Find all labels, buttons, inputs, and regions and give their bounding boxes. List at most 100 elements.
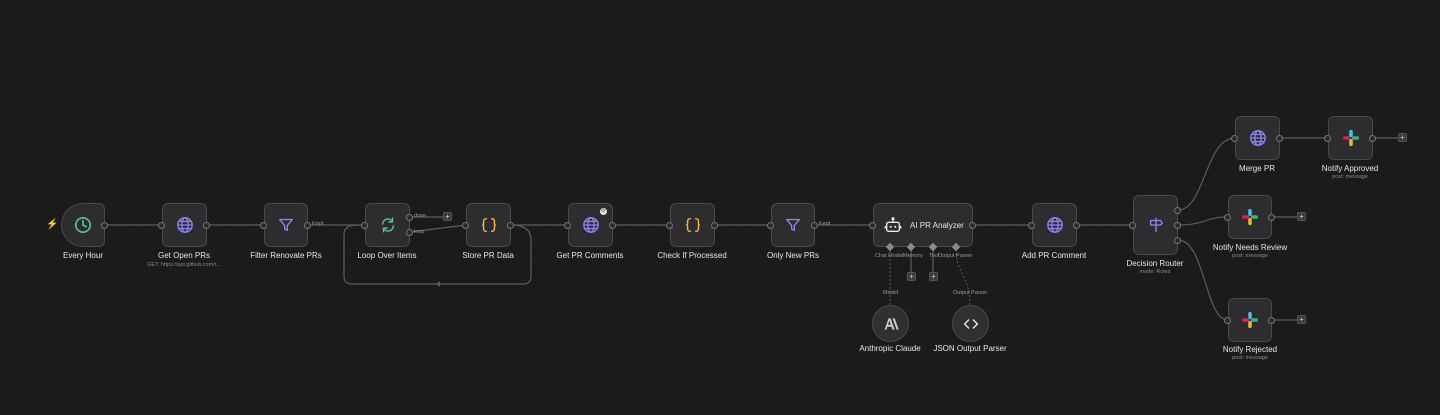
port-label-output-parser: Output Parser <box>953 290 988 296</box>
output-port[interactable] <box>101 222 108 229</box>
wire-router-to-needs-review <box>1177 216 1229 226</box>
node-notify-approved[interactable] <box>1328 116 1373 160</box>
output-port[interactable] <box>969 222 976 229</box>
globe-icon <box>1046 217 1063 233</box>
input-port[interactable] <box>158 222 165 229</box>
node-notify-rejected[interactable] <box>1228 298 1272 342</box>
node-only-new-prs[interactable] <box>771 203 815 247</box>
add-node-button[interactable]: + <box>443 212 452 221</box>
node-label: Notify Needs Review <box>1212 243 1288 252</box>
loop-icon <box>381 217 394 233</box>
input-port[interactable] <box>1324 135 1331 142</box>
input-port[interactable] <box>869 222 876 229</box>
node-label: Filter Renovate PRs <box>250 251 322 260</box>
node-label: Store PR Data <box>462 251 514 260</box>
add-memory-button[interactable]: + <box>907 272 916 281</box>
anthropic-icon <box>884 317 899 330</box>
add-tool-button[interactable]: + <box>929 272 938 281</box>
output-port[interactable] <box>1276 135 1283 142</box>
output-label-kept: Kept <box>819 221 831 227</box>
output-port[interactable] <box>609 222 616 229</box>
node-label: Check If Processed <box>657 251 727 260</box>
output-label-done: done <box>414 213 427 219</box>
output-label-loop: loop <box>414 229 425 235</box>
input-port[interactable] <box>564 222 571 229</box>
input-port[interactable] <box>666 222 673 229</box>
robot-icon <box>884 217 902 232</box>
node-label: Merge PR <box>1238 164 1275 173</box>
node-label: Get Open PRs <box>157 251 211 260</box>
node-label: Loop Over Items <box>357 251 417 260</box>
funnel-icon <box>786 218 800 232</box>
node-filter-renovate-prs[interactable] <box>264 203 308 247</box>
loop-arrow-head <box>436 281 440 287</box>
output-port-done[interactable] <box>406 214 413 221</box>
node-check-if-processed[interactable] <box>670 203 715 247</box>
clock-icon <box>74 216 92 234</box>
output-port[interactable] <box>711 222 718 229</box>
node-every-hour[interactable] <box>61 203 105 247</box>
input-port[interactable] <box>1224 214 1231 221</box>
node-label: Only New PRs <box>766 251 819 260</box>
port-label-tool: Tool <box>929 253 940 259</box>
output-port[interactable] <box>1369 135 1376 142</box>
node-decision-router[interactable] <box>1133 195 1178 255</box>
slack-icon <box>1241 208 1259 226</box>
output-port-loop[interactable] <box>406 229 413 236</box>
output-port[interactable] <box>507 222 514 229</box>
output-port[interactable] <box>304 222 311 229</box>
globe-icon <box>176 217 193 233</box>
node-label: Decision Router <box>1126 259 1184 268</box>
funnel-icon <box>279 218 293 232</box>
code-brackets-icon <box>963 318 978 329</box>
node-subtitle: mode: Rules <box>1139 269 1171 275</box>
output-port-3[interactable] <box>1174 237 1181 244</box>
wire-parser-to-analyzer <box>955 247 971 306</box>
node-merge-pr[interactable] <box>1235 116 1280 160</box>
node-subtitle: post: message <box>1232 253 1268 259</box>
trigger-bolt-icon: ⚡ <box>46 219 59 230</box>
braces-icon <box>685 217 700 233</box>
input-port[interactable] <box>1224 317 1231 324</box>
output-label-kept: Kept <box>312 221 324 227</box>
slack-icon <box>1342 129 1359 147</box>
output-port-1[interactable] <box>1174 207 1181 214</box>
node-get-open-prs[interactable] <box>162 203 207 247</box>
retry-badge-icon: ⟳ <box>600 208 607 215</box>
output-port[interactable] <box>203 222 210 229</box>
output-port[interactable] <box>1073 222 1080 229</box>
node-store-pr-data[interactable] <box>466 203 511 247</box>
output-port-2[interactable] <box>1174 222 1181 229</box>
add-node-button[interactable]: + <box>1297 212 1306 221</box>
node-label: Get PR Comments <box>556 251 624 260</box>
output-port[interactable] <box>1268 317 1275 324</box>
port-label-chat-model: Chat Model <box>875 253 904 259</box>
node-label: Notify Approved <box>1321 164 1379 173</box>
node-add-pr-comment[interactable] <box>1032 203 1077 247</box>
output-port[interactable] <box>811 222 818 229</box>
wire-router-to-merge <box>1177 137 1236 211</box>
node-ai-pr-analyzer[interactable]: AI PR Analyzer <box>873 203 973 247</box>
node-json-output-parser[interactable] <box>952 305 989 342</box>
input-port[interactable] <box>462 222 469 229</box>
node-loop-over-items[interactable] <box>365 203 410 247</box>
node-label: Notify Rejected <box>1222 345 1278 354</box>
input-port[interactable] <box>361 222 368 229</box>
input-port[interactable] <box>1028 222 1035 229</box>
input-port[interactable] <box>260 222 267 229</box>
port-label-output-parser: Output Parser <box>938 253 973 259</box>
node-subtitle: post: message <box>1232 355 1268 361</box>
input-port[interactable] <box>1231 135 1238 142</box>
output-port[interactable] <box>1268 214 1275 221</box>
add-node-button[interactable]: + <box>1398 133 1407 142</box>
node-anthropic-claude[interactable] <box>872 305 909 342</box>
add-node-button[interactable]: + <box>1297 315 1306 324</box>
input-port[interactable] <box>767 222 774 229</box>
input-port[interactable] <box>1129 222 1136 229</box>
node-notify-needs-review[interactable] <box>1228 195 1272 239</box>
node-subtitle: GET: https://api.github.com/r... <box>147 262 221 268</box>
port-label-model: Model <box>883 290 898 296</box>
port-label-memory: Memory <box>903 253 923 259</box>
